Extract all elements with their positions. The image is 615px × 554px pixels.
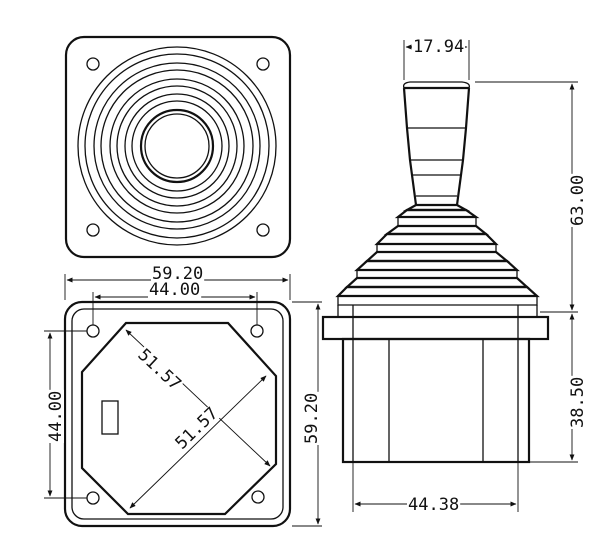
bottom-view-mount-hole-tr: [250, 324, 264, 338]
top-view-boot-rings: [77, 46, 277, 246]
bottom-view-mount-hole-bl: [86, 491, 100, 505]
top-view: [64, 35, 292, 259]
bottom-view-mount-hole-tl: [86, 324, 100, 338]
top-view-mount-hole-tl: [86, 57, 100, 71]
plate-height-label: 59.20: [302, 393, 322, 444]
base-width-label: 44.38: [408, 495, 459, 515]
handle-height-label: 63.00: [568, 175, 588, 226]
boot-bellows: [335, 203, 540, 306]
bottom-view-octagon-body: [80, 321, 278, 516]
bottom-view: 51.57 51.57 59.20 44.00 44.00 59.20: [44, 264, 322, 528]
top-view-mount-hole-br: [256, 223, 270, 237]
top-view-mount-hole-tr: [256, 57, 270, 71]
bottom-view-plate-outline: [63, 300, 292, 528]
octagon-diagonal-lower-line: [129, 375, 267, 509]
lower-body: [341, 337, 531, 464]
handle-grip: [402, 87, 471, 206]
hole-spacing-horizontal-label: 44.00: [149, 280, 200, 300]
bottom-view-plate-inner: [71, 308, 284, 520]
handle-top-width-label: 17.94: [413, 37, 464, 57]
plate-width-label: 59.20: [152, 264, 203, 284]
side-view: 17.94 63.00 38.50 44.38: [321, 37, 588, 515]
bottom-view-connector-slot: [101, 400, 119, 435]
bottom-view-mount-hole-br: [251, 490, 265, 504]
top-view-plate-outline: [64, 35, 292, 259]
octagon-diagonal-upper-label: 51.57: [134, 345, 185, 395]
mounting-flange: [321, 315, 550, 341]
top-view-mount-hole-bl: [86, 223, 100, 237]
base-height-label: 38.50: [568, 377, 588, 428]
octagon-diagonal-lower-label: 51.57: [172, 404, 223, 454]
hole-spacing-vertical-label: 44.00: [46, 391, 66, 442]
